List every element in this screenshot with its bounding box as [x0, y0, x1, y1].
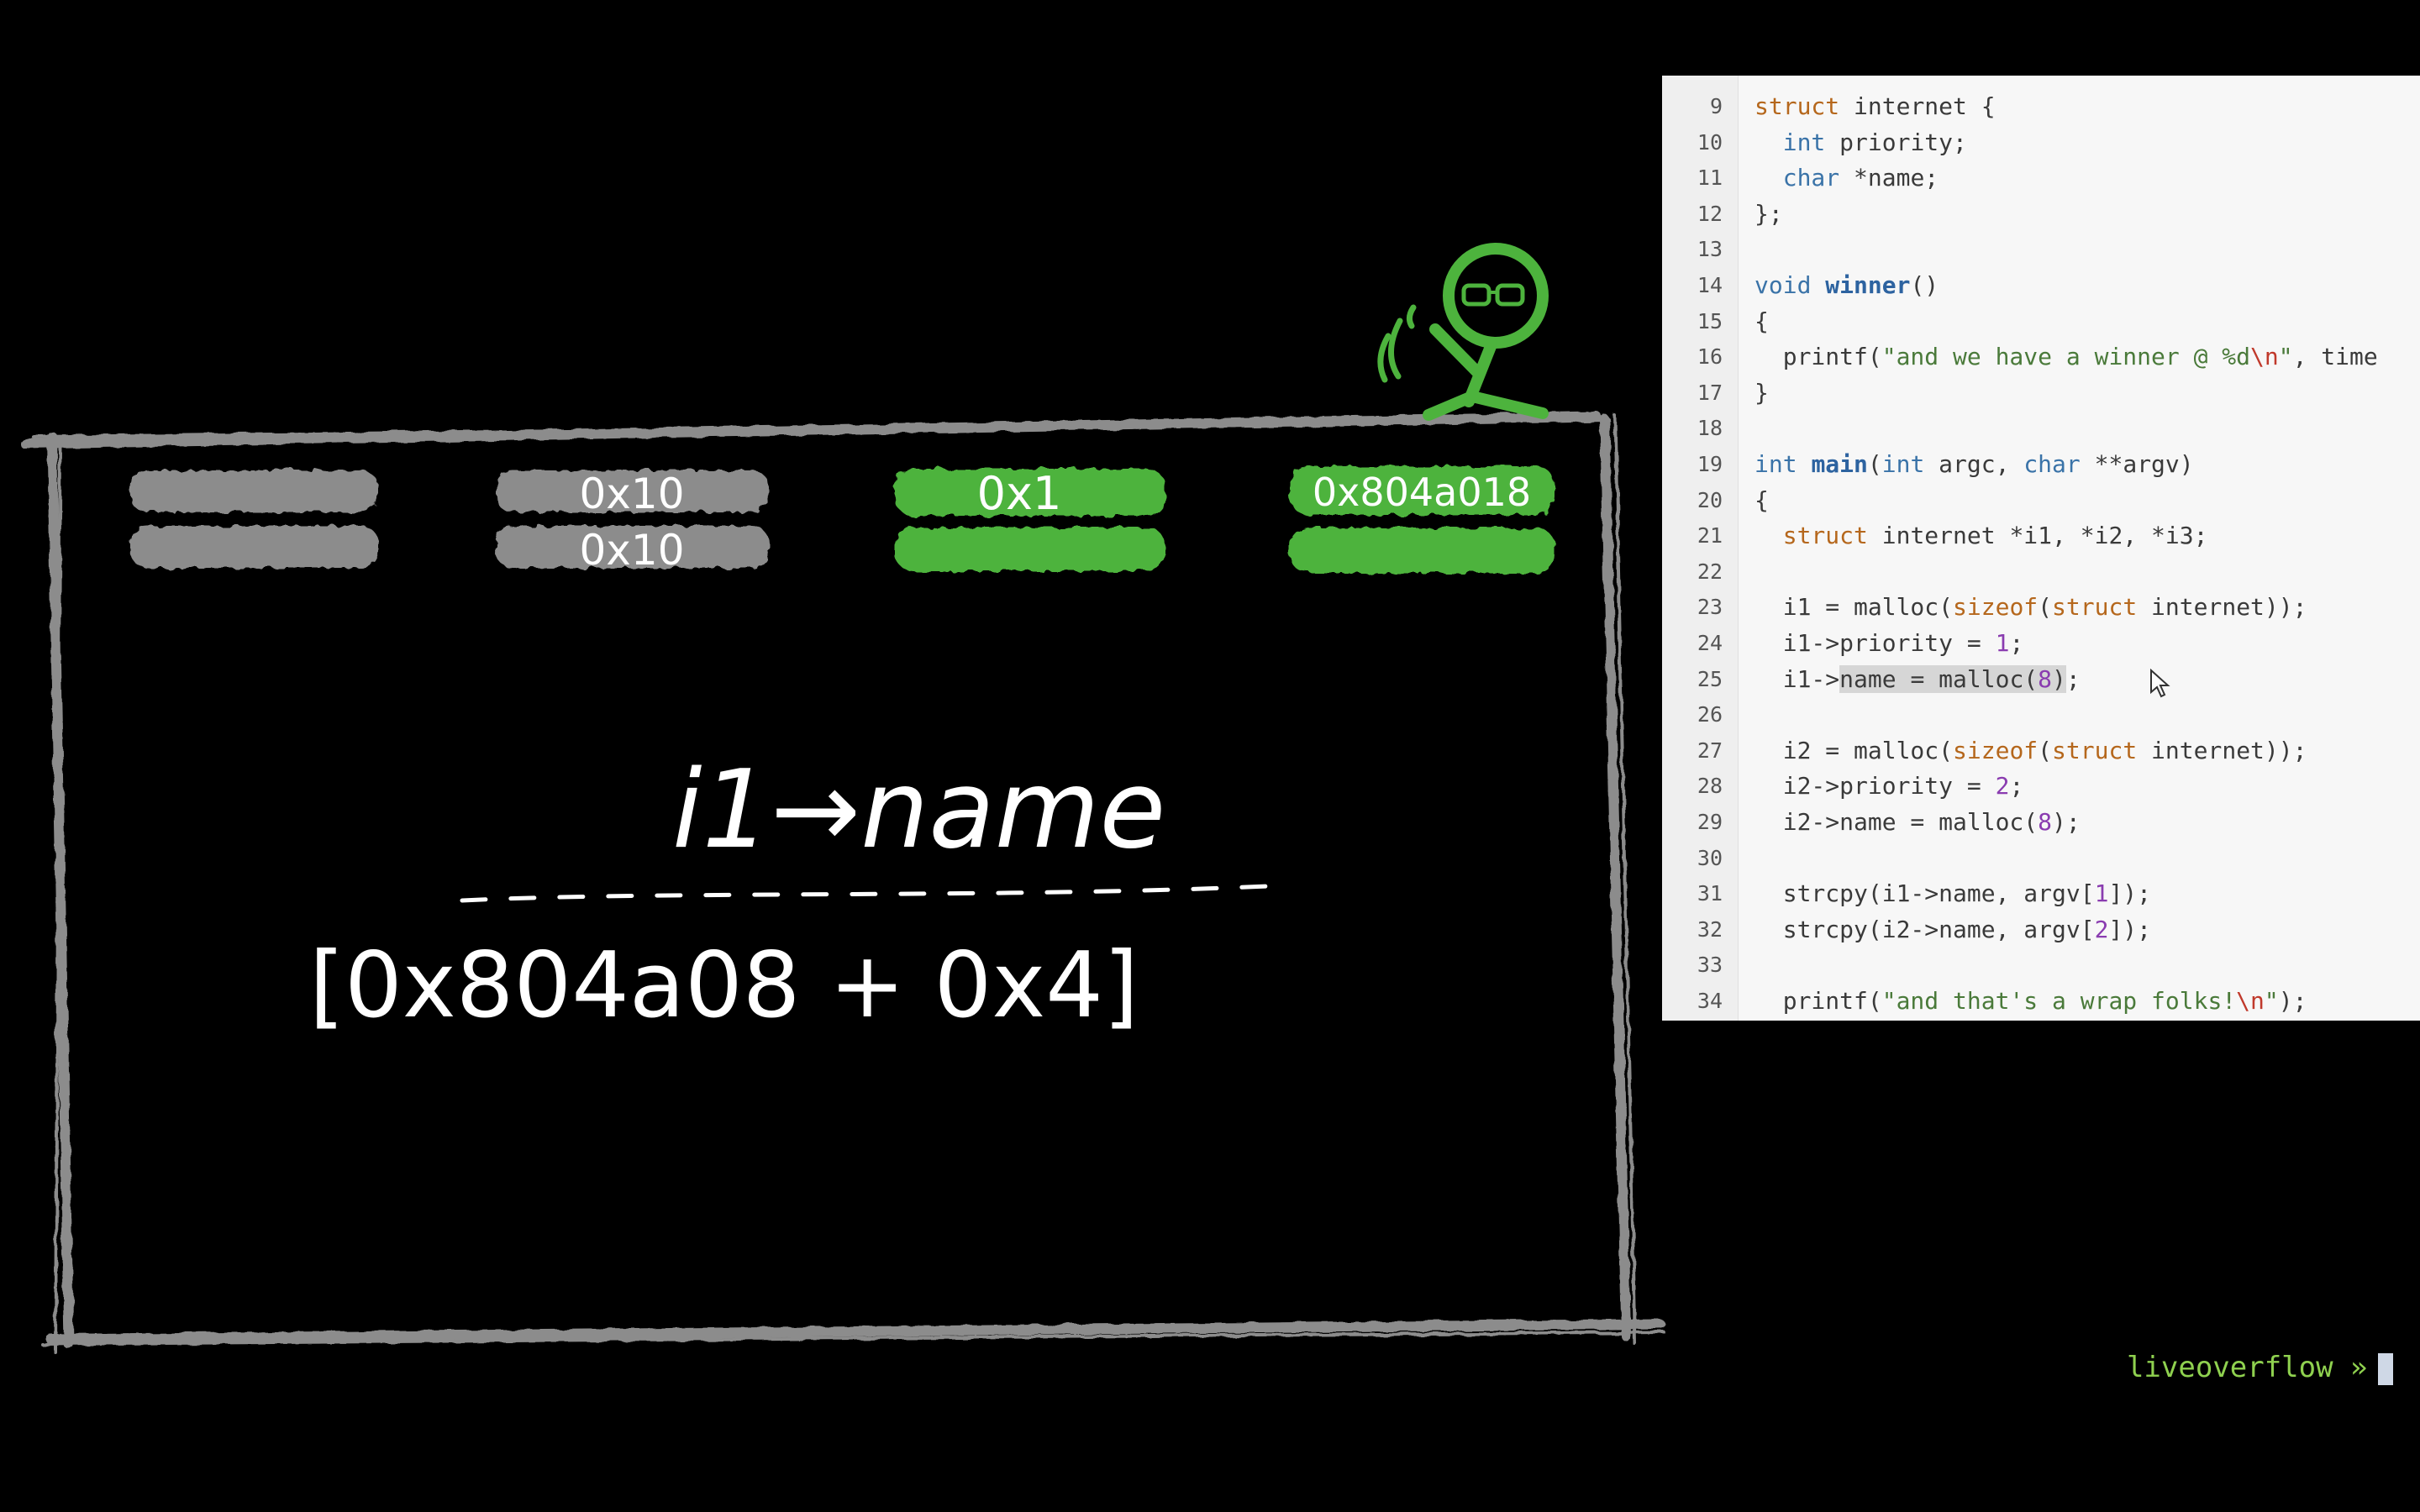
code-line[interactable]: 27 i2 = malloc(sizeof(struct internet)); — [1662, 733, 2420, 769]
line-number: 14 — [1697, 273, 1723, 297]
code-line[interactable]: 33 — [1662, 948, 2420, 983]
line-number: 28 — [1697, 774, 1723, 799]
code-line[interactable]: 17} — [1662, 375, 2420, 411]
line-number: 27 — [1697, 738, 1723, 763]
code-text: int main(int argc, char **argv) — [1754, 450, 2194, 478]
line-number: 9 — [1709, 94, 1723, 118]
address-expression: [0x804a08 + 0x4] — [309, 933, 1139, 1038]
code-line[interactable]: 30 — [1662, 841, 2420, 876]
line-number: 31 — [1697, 881, 1723, 906]
code-text: strcpy(i1->name, argv[1]); — [1754, 879, 2152, 908]
line-number: 11 — [1697, 165, 1723, 191]
code-text: printf("and that's a wrap folks!\n"); — [1754, 987, 2307, 1015]
code-line[interactable]: 14 void winner() — [1662, 268, 2420, 303]
line-number: 22 — [1697, 559, 1723, 584]
code-text: }; — [1754, 199, 1783, 228]
code-line[interactable]: 28 i2->priority = 2; — [1662, 769, 2420, 804]
dashed-divider — [460, 883, 1288, 903]
code-text: void winner() — [1754, 271, 1939, 299]
line-number: 17 — [1697, 380, 1723, 405]
code-line[interactable]: 9 struct internet { — [1662, 89, 2420, 124]
code-line[interactable]: 21 struct internet *i1, *i2, *i3; — [1662, 518, 2420, 554]
code-line[interactable]: 15 { — [1662, 304, 2420, 339]
line-number: 26 — [1697, 702, 1723, 727]
code-line[interactable]: 11 char *name; — [1662, 160, 2420, 196]
prompt-text: liveoverflow » — [2126, 1351, 2368, 1384]
chunk-2-top-value: 0x10 — [579, 470, 684, 518]
code-text: strcpy(i2->name, argv[2]); — [1754, 915, 2152, 943]
code-text: { — [1754, 486, 1769, 514]
code-line[interactable]: 29 i2->name = malloc(8); — [1662, 805, 2420, 840]
code-line[interactable]: 23 i1 = malloc(sizeof(struct internet)); — [1662, 590, 2420, 625]
line-number: 34 — [1697, 989, 1723, 1013]
waving-stick-figure-with-glasses-icon — [1377, 243, 1549, 421]
line-number: 19 — [1697, 452, 1723, 476]
chunk-3-bottom-bar — [895, 528, 1165, 571]
code-line[interactable]: 12}; — [1662, 197, 2420, 232]
code-line[interactable]: 19 int main(int argc, char **argv) — [1662, 447, 2420, 482]
code-line[interactable]: 25 i1->name = malloc(8); — [1662, 662, 2420, 697]
line-number: 30 — [1697, 845, 1723, 870]
chunk-4-top-value: 0x804a018 — [1313, 470, 1531, 515]
line-number: 24 — [1697, 631, 1723, 655]
chunk-2-top-bar — [496, 470, 769, 512]
code-text: struct internet { — [1754, 92, 1996, 120]
line-number: 25 — [1697, 666, 1723, 691]
heap-diagram: 0x10 0x10 0x1 0x804a018 i1→name [0x804a0… — [20, 243, 1665, 1354]
code-text: i1 = malloc(sizeof(struct internet)); — [1754, 593, 2307, 622]
line-number: 16 — [1697, 344, 1723, 370]
code-text: printf("and we have a winner @ %d\n", ti… — [1754, 343, 2378, 371]
code-line[interactable]: 10 int priority; — [1662, 125, 2420, 160]
line-number: 32 — [1697, 916, 1723, 942]
code-text: struct internet *i1, *i2, *i3; — [1782, 522, 2208, 550]
mouse-pointer-icon — [2150, 669, 2170, 698]
line-number: 29 — [1697, 810, 1723, 834]
code-text: i2->priority = 2; — [1754, 772, 2024, 801]
chunk-3-top-bar — [895, 469, 1165, 516]
chunk-4-bottom-bar — [1290, 528, 1555, 573]
line-number: 23 — [1697, 595, 1723, 620]
block-cursor — [2377, 1352, 2393, 1385]
chunk-1-bottom-bar — [130, 526, 378, 568]
code-line[interactable]: 24 i1->priority = 1; — [1662, 626, 2420, 661]
code-line[interactable]: 18 — [1662, 411, 2420, 446]
line-number-gutter — [1662, 76, 1739, 1021]
chunk-3-top-value: 0x1 — [977, 467, 1062, 520]
code-text: } — [1754, 378, 1769, 407]
code-text: i1->name = malloc(8); — [1754, 664, 2081, 693]
line-number: 10 — [1697, 129, 1723, 155]
terminal-prompt[interactable]: liveoverflow » — [2092, 1317, 2393, 1385]
line-number: 33 — [1697, 953, 1723, 978]
pointer-label: i1→name — [672, 748, 1165, 873]
code-line[interactable]: 32 strcpy(i2->name, argv[2]); — [1662, 912, 2420, 948]
code-line[interactable]: 13 — [1662, 232, 2420, 267]
line-number: 20 — [1697, 487, 1723, 512]
code-line[interactable]: 20 { — [1662, 483, 2420, 518]
chunk-4-top-bar — [1290, 466, 1555, 515]
code-text: i2->name = malloc(8); — [1754, 808, 2081, 836]
line-number: 13 — [1697, 237, 1723, 262]
chunk-2-bottom-bar — [496, 526, 769, 568]
line-number: 15 — [1697, 308, 1723, 333]
code-text: char *name; — [1782, 164, 1939, 192]
chunk-2-bottom-value: 0x10 — [579, 526, 684, 575]
code-line[interactable]: 16 printf("and we have a winner @ %d\n",… — [1662, 339, 2420, 375]
code-text: i2 = malloc(sizeof(struct internet)); — [1754, 736, 2307, 764]
code-line[interactable]: 31 strcpy(i1->name, argv[1]); — [1662, 876, 2420, 911]
code-text: int priority; — [1782, 128, 1967, 156]
line-number: 21 — [1697, 523, 1723, 549]
line-number: 18 — [1697, 416, 1723, 441]
chunk-1-top-bar — [130, 470, 378, 512]
code-line[interactable]: 34 printf("and that's a wrap folks!\n"); — [1662, 984, 2420, 1019]
line-number: 12 — [1697, 201, 1723, 226]
heap-frame — [20, 412, 1665, 1354]
code-line[interactable]: 22 — [1662, 554, 2420, 590]
code-text: i1->priority = 1; — [1754, 629, 2024, 657]
code-line[interactable]: 26 — [1662, 697, 2420, 732]
code-text: { — [1754, 307, 1769, 335]
